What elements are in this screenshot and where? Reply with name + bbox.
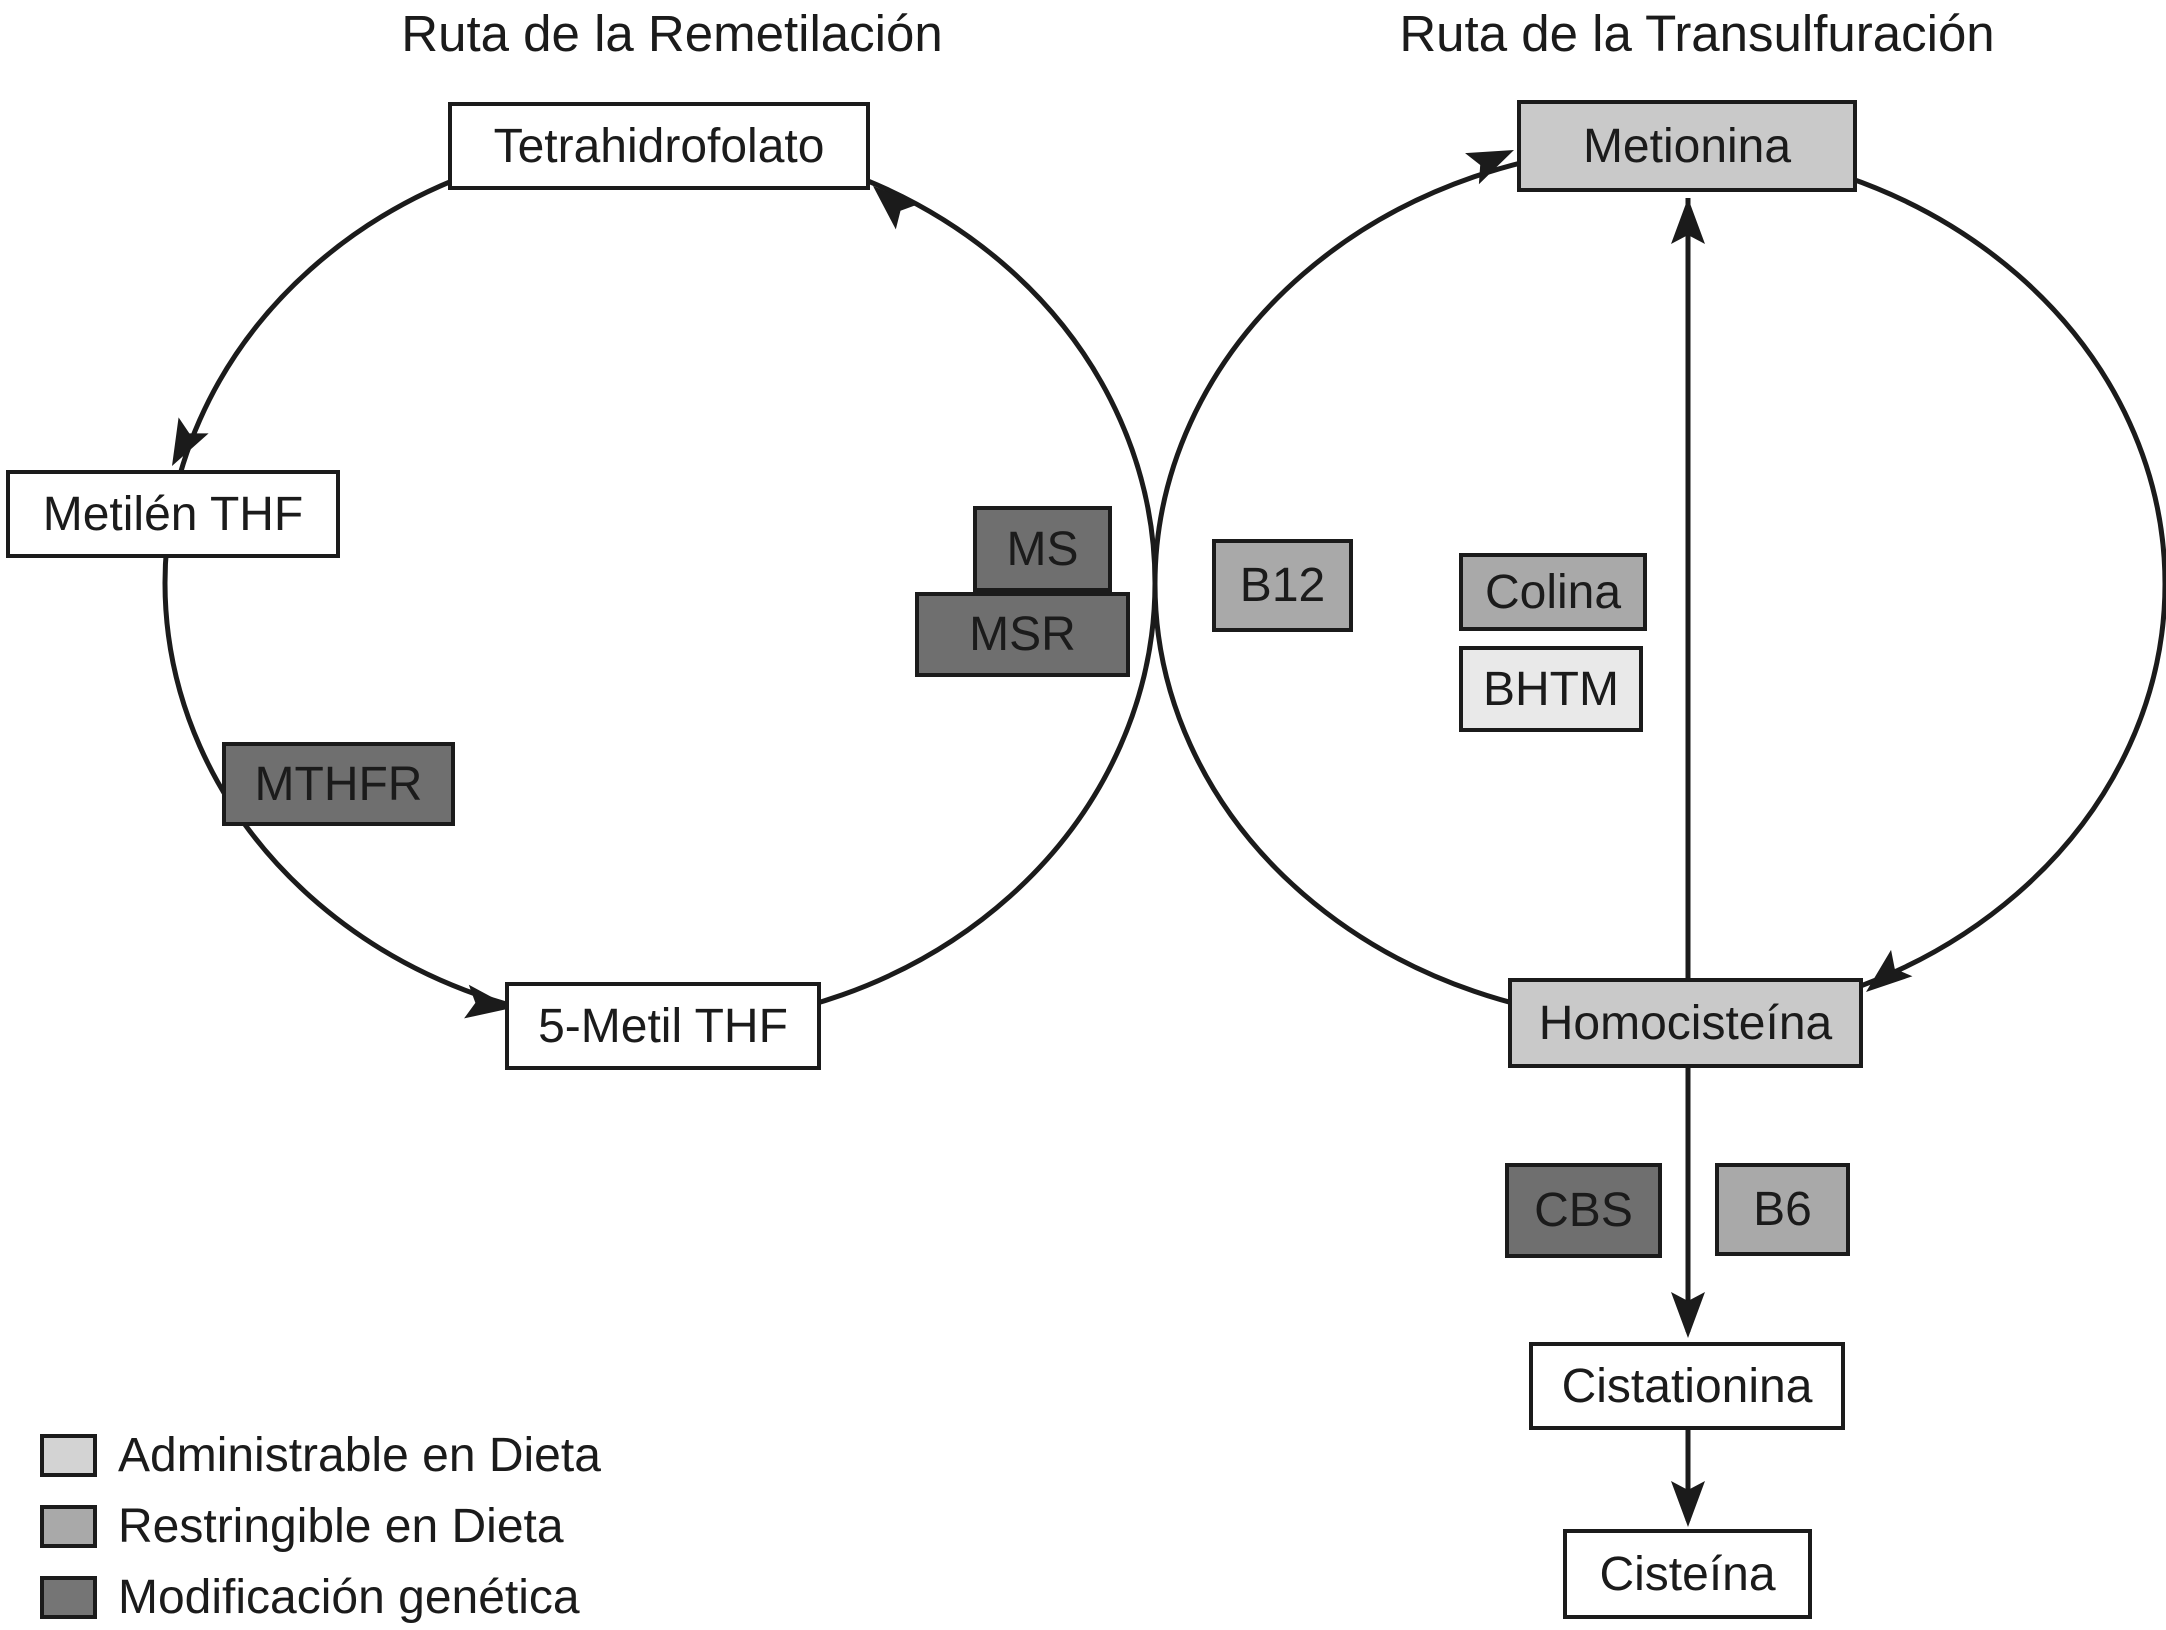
legend-row-restringible: Restringible en Dieta [40, 1500, 564, 1553]
node-msr: MSR [915, 592, 1130, 677]
node-bhtm: BHTM [1459, 646, 1643, 732]
node-5-metil-thf: 5-Metil THF [505, 982, 821, 1070]
node-cisteina: Cisteína [1563, 1529, 1812, 1619]
arrowhead-into-5-metil-thf [464, 984, 512, 1019]
legend-label-administrable: Administrable en Dieta [118, 1429, 601, 1482]
transsulfuration-pathway-title: Ruta de la Transulfuración [1399, 5, 1995, 62]
legend-row-modificacion: Modificación genética [40, 1571, 580, 1624]
node-cistationina: Cistationina [1529, 1342, 1845, 1430]
node-b6: B6 [1715, 1163, 1850, 1256]
legend-label-restringible: Restringible en Dieta [118, 1500, 564, 1553]
arrowhead-into-metionina-left [1465, 150, 1514, 185]
arrowheads [172, 150, 1913, 1527]
node-metionina: Metionina [1517, 100, 1857, 192]
arrowhead-into-cistationina [1671, 1292, 1705, 1338]
node-b12: B12 [1212, 539, 1353, 632]
arrowhead-into-metilen-thf [172, 417, 209, 466]
arrowhead-into-cisteina [1671, 1481, 1705, 1527]
remethylation-pathway-title: Ruta de la Remetilación [401, 5, 943, 62]
legend-swatch-modificacion [40, 1576, 97, 1619]
node-metilen-thf: Metilén THF [6, 470, 340, 558]
arrowhead-into-metionina-bottom [1671, 198, 1705, 244]
node-mthfr: MTHFR [222, 742, 455, 826]
legend-swatch-administrable [40, 1434, 97, 1477]
legend-row-administrable: Administrable en Dieta [40, 1429, 601, 1482]
node-homocisteina: Homocisteína [1508, 978, 1863, 1068]
arrowhead-into-tetrahidrofolato [873, 186, 919, 230]
node-tetrahidrofolato: Tetrahidrofolato [448, 102, 870, 190]
node-ms: MS [973, 506, 1112, 592]
node-cbs: CBS [1505, 1163, 1662, 1258]
node-colina: Colina [1459, 553, 1647, 631]
legend-swatch-restringible [40, 1505, 97, 1548]
arrowhead-into-homocisteina-right [1866, 949, 1913, 992]
legend-label-modificacion: Modificación genética [118, 1571, 580, 1624]
